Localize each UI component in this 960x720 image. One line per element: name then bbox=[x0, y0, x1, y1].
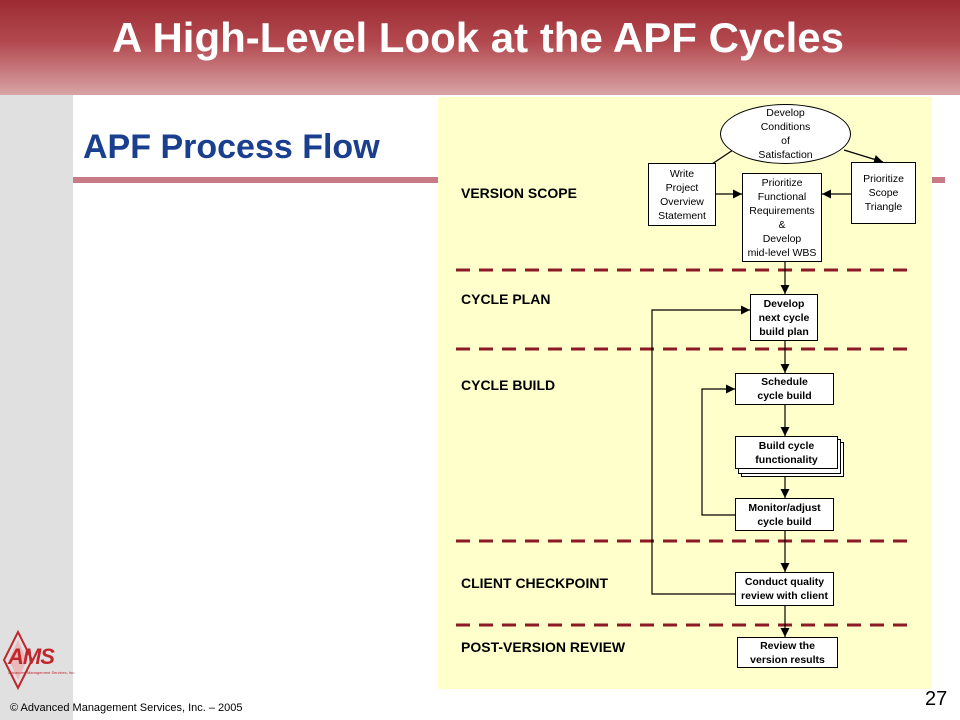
loop-review-to-plan bbox=[651, 305, 750, 595]
ams-logo-text: AMS bbox=[8, 644, 55, 669]
slide-subtitle: APF Process Flow bbox=[83, 128, 380, 166]
node-write-overview: Write Project Overview Statement bbox=[648, 163, 716, 226]
lane-label-client-checkpoint: CLIENT CHECKPOINT bbox=[461, 575, 608, 591]
node-monitor-build: Monitor/adjust cycle build bbox=[735, 498, 834, 531]
node-develop-conditions: Develop Conditions of Satisfaction bbox=[720, 104, 851, 164]
left-margin-strip bbox=[0, 95, 73, 720]
node-review-results: Review the version results bbox=[737, 637, 838, 668]
lane-label-version-scope: VERSION SCOPE bbox=[461, 185, 577, 201]
node-prioritize-requirements: Prioritize Functional Requirements & Dev… bbox=[742, 173, 822, 262]
node-develop-plan: Develop next cycle build plan bbox=[750, 294, 818, 341]
node-quality-review: Conduct quality review with client bbox=[735, 572, 834, 606]
loop-monitor-to-schedule bbox=[701, 384, 735, 516]
lane-label-post-version-review: POST-VERSION REVIEW bbox=[461, 639, 626, 655]
node-build-functionality: Build cycle functionality bbox=[735, 436, 838, 469]
arrow-conditions-to-scope bbox=[843, 149, 884, 164]
copyright-footer: © Advanced Management Services, Inc. – 2… bbox=[10, 702, 243, 714]
page-number: 27 bbox=[925, 688, 948, 710]
title-banner: A High-Level Look at the APF Cycles bbox=[0, 0, 960, 95]
lane-label-cycle-plan: CYCLE PLAN bbox=[461, 291, 551, 307]
ams-logo-icon bbox=[2, 630, 34, 690]
lane-label-cycle-build: CYCLE BUILD bbox=[461, 377, 556, 393]
node-schedule-build: Schedule cycle build bbox=[735, 373, 834, 405]
ams-logo-tagline: Advanced Management Services, Inc. bbox=[8, 670, 76, 675]
slide-title: A High-Level Look at the APF Cycles bbox=[112, 14, 845, 61]
node-prioritize-scope: Prioritize Scope Triangle bbox=[851, 162, 916, 224]
